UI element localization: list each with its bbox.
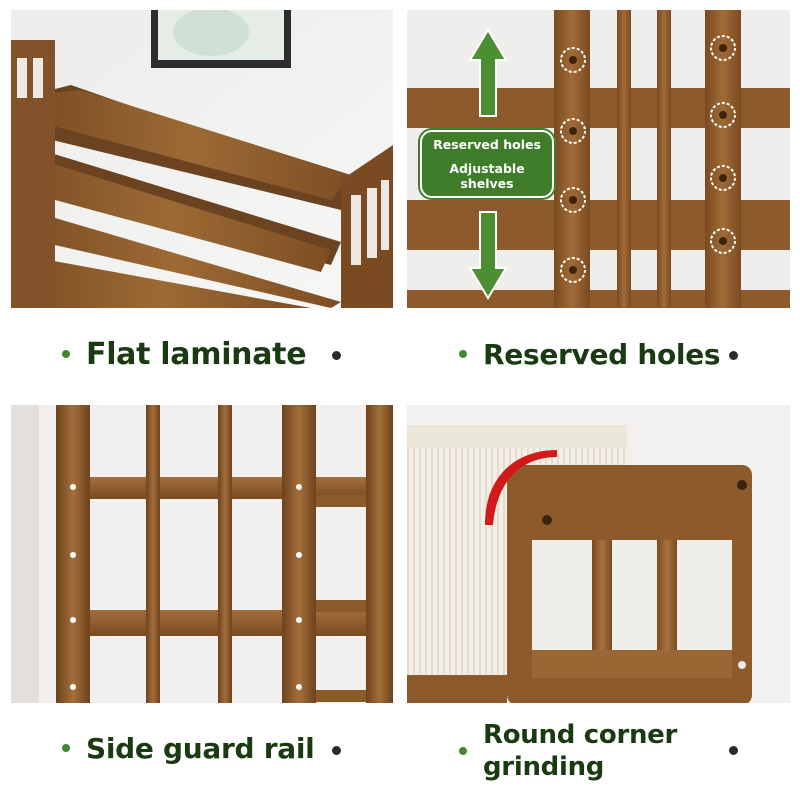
arrow-up-icon <box>468 28 508 117</box>
bullet-icon <box>729 351 738 360</box>
bullet-icon <box>332 746 341 755</box>
feature-label: Side guard rail <box>86 731 315 765</box>
callout-line-2: Adjustable shelves <box>449 161 525 191</box>
side-guard-rail-photo <box>11 405 393 703</box>
bullet-icon <box>729 746 738 755</box>
feature-caption-round-corner-grinding: Round corner grinding <box>459 718 703 784</box>
bullet-icon <box>332 351 341 360</box>
callout-line-1: Reserved holes <box>433 137 541 152</box>
bullet-icon <box>459 747 467 755</box>
round-corner-grinding-photo <box>407 405 790 703</box>
feature-label: Round corner grinding <box>483 720 678 782</box>
bullet-icon <box>62 744 70 752</box>
bullet-icon <box>62 350 70 358</box>
feature-label: Flat laminate <box>86 336 307 372</box>
feature-caption-side-guard-rail: Side guard rail <box>62 728 315 768</box>
feature-label: Reserved holes <box>483 337 721 371</box>
bullet-icon <box>459 350 467 358</box>
flat-laminate-photo <box>11 10 393 308</box>
arrow-down-icon <box>468 211 508 300</box>
feature-caption-flat-laminate: Flat laminate <box>62 334 307 374</box>
adjustable-shelves-callout: Reserved holes Adjustable shelves <box>420 130 554 198</box>
feature-caption-reserved-holes: Reserved holes <box>459 334 721 374</box>
